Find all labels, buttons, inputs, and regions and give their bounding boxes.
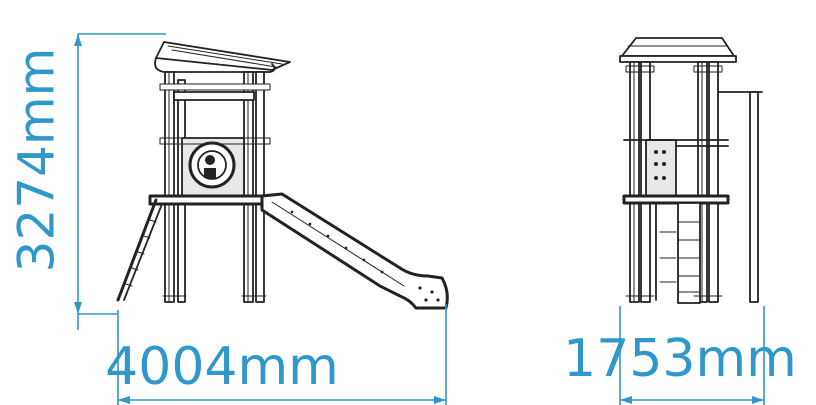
front-ladder bbox=[655, 202, 701, 304]
front-platform bbox=[622, 194, 730, 205]
front-view bbox=[619, 37, 763, 304]
side-slide bbox=[260, 192, 449, 310]
width-label: 4004mm bbox=[105, 337, 339, 397]
height-label: 3274mm bbox=[8, 48, 66, 273]
side-panel bbox=[159, 137, 271, 197]
width-dimension: 4004mm bbox=[105, 304, 447, 405]
front-panel bbox=[623, 139, 729, 197]
side-ramp bbox=[116, 198, 163, 302]
height-dimension: 3274mm bbox=[8, 33, 166, 330]
front-roof bbox=[619, 37, 737, 63]
side-view bbox=[116, 41, 449, 310]
side-upper-rail bbox=[159, 83, 271, 101]
side-roof bbox=[154, 41, 291, 73]
depth-label: 1753mm bbox=[563, 329, 797, 389]
depth-dimension: 1753mm bbox=[563, 306, 797, 405]
front-handrail bbox=[717, 91, 763, 303]
